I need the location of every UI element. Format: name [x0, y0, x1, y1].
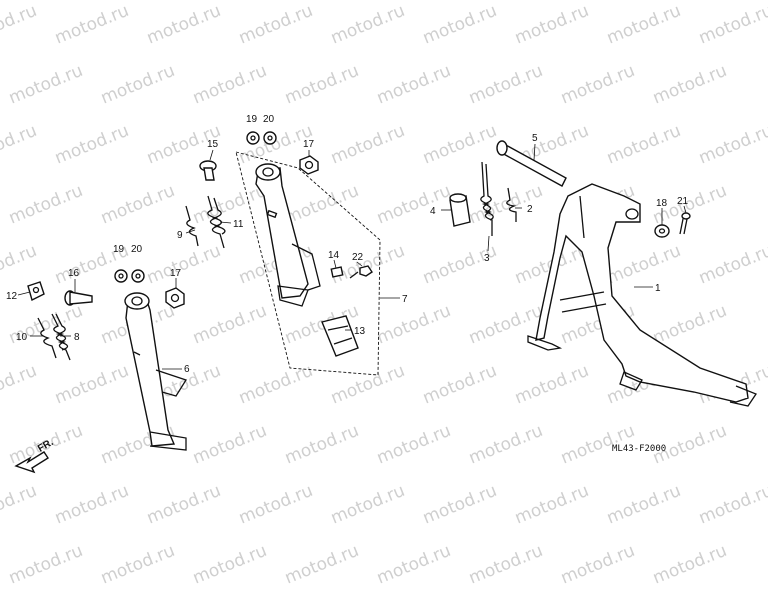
callout-22: 22 [352, 252, 364, 263]
bracket-13 [321, 315, 359, 357]
callout-20-top: 20 [263, 114, 275, 125]
pin-14 [330, 266, 344, 278]
callout-14: 14 [328, 250, 340, 261]
side-stand-left [124, 292, 187, 451]
spring-8 [51, 313, 71, 361]
callout-3: 3 [484, 253, 490, 264]
callout-6: 6 [184, 364, 190, 375]
washers-19-20-left [114, 269, 145, 283]
bolt-22 [349, 265, 373, 279]
callout-2: 2 [527, 204, 533, 215]
callout-15: 15 [207, 139, 219, 150]
pivot-pin [496, 140, 567, 187]
center-stand [527, 183, 757, 407]
callout-18-right: 18 [656, 198, 668, 209]
callout-numbers: 1 2 3 4 5 6 7 8 9 10 11 12 13 14 15 16 1… [6, 114, 689, 375]
callout-7: 7 [402, 294, 408, 305]
callout-10: 10 [16, 332, 28, 343]
leader-lines [17, 143, 687, 370]
cotter-pin-21 [679, 212, 691, 235]
callout-12: 12 [6, 291, 18, 302]
callout-16: 16 [68, 268, 80, 279]
callout-8: 8 [74, 332, 80, 343]
nut-17-top [299, 155, 319, 175]
callout-5: 5 [532, 133, 538, 144]
collar [449, 193, 471, 227]
direction-label: FR. [36, 437, 56, 455]
assembly-outline [235, 151, 381, 376]
callout-4: 4 [430, 206, 436, 217]
callout-1: 1 [655, 283, 661, 294]
callout-19-left: 19 [113, 244, 125, 255]
diagram-code: ML43-F2000 [612, 444, 666, 454]
callout-19-top: 19 [246, 114, 258, 125]
spring-11 [207, 195, 226, 249]
callout-11: 11 [233, 219, 244, 230]
callout-13: 13 [354, 326, 366, 337]
washer-18-right [654, 224, 670, 238]
parts-diagram: FR. ML43-F2000 1 2 3 4 5 6 7 8 9 10 11 1… [6, 114, 757, 474]
callout-17-top: 17 [303, 139, 315, 150]
bolt-16 [64, 290, 93, 306]
clip-12 [27, 281, 45, 302]
callout-17-left: 17 [170, 268, 182, 279]
callout-21: 21 [677, 196, 689, 207]
bolt-15 [199, 160, 217, 181]
callout-9: 9 [177, 230, 183, 241]
spring-10 [37, 317, 57, 359]
washers-19-20-top [246, 131, 277, 145]
spring-3 [480, 161, 494, 236]
callout-20-left: 20 [131, 244, 143, 255]
spring-2 [506, 187, 517, 222]
side-stand-assembly [255, 163, 321, 307]
nut-17-left [165, 287, 185, 309]
front-direction-arrow: FR. [14, 437, 56, 474]
spring-9 [185, 205, 199, 247]
